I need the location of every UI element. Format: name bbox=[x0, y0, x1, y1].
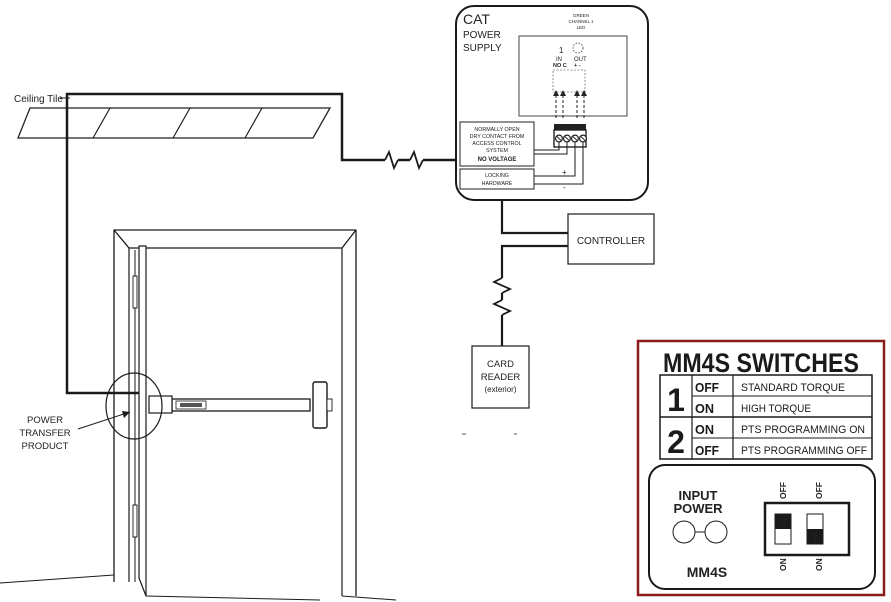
cat-title: CAT bbox=[463, 11, 490, 27]
on-label-1: ON bbox=[814, 558, 824, 571]
no-voltage-label: NO VOLTAGE bbox=[478, 157, 517, 163]
dry-contact-line-1: NORMALLY OPEN bbox=[474, 127, 519, 133]
card-reader-box bbox=[471, 345, 530, 409]
switch-row-4-state: OFF bbox=[695, 443, 719, 458]
exit-device bbox=[148, 381, 333, 429]
dry-contact-line-4: SYSTEM bbox=[486, 148, 508, 154]
out-label: OUT bbox=[574, 57, 587, 63]
switch-row-3-desc: PTS PROGRAMMING ON bbox=[741, 424, 865, 436]
mm4s-module bbox=[648, 464, 876, 590]
controller-box bbox=[567, 213, 655, 265]
on-label-2: ON bbox=[778, 558, 788, 571]
terminal-block bbox=[553, 124, 587, 148]
card-reader-line-1: CARD bbox=[487, 359, 514, 370]
dip-switch-1 bbox=[806, 513, 824, 545]
switch-row-1-state: OFF bbox=[695, 380, 719, 395]
wire-break-2 bbox=[409, 149, 424, 171]
input-power-connector-a bbox=[672, 520, 696, 544]
dry-contact-box bbox=[459, 121, 535, 167]
card-reader-line-2: READER bbox=[481, 372, 521, 383]
card-reader-line-3: (exterior) bbox=[484, 385, 516, 394]
plus-minus-label: + - bbox=[574, 63, 581, 69]
module-name: MM4S bbox=[687, 564, 727, 580]
switch-row-4-desc: PTS PROGRAMMING OFF bbox=[741, 445, 867, 457]
ptp-label-3: PRODUCT bbox=[22, 441, 69, 452]
dip-2-label: 2 bbox=[780, 518, 786, 529]
off-label-1: OFF bbox=[814, 482, 824, 499]
switch-table bbox=[659, 374, 873, 460]
switch-1-number: 1 bbox=[667, 382, 685, 418]
dip-1-label: 1 bbox=[812, 533, 818, 544]
switch-row-1-desc: STANDARD TORQUE bbox=[741, 382, 845, 394]
green-led bbox=[572, 42, 584, 54]
dry-contact-line-3: ACCESS CONTROL bbox=[472, 141, 521, 147]
cat-board bbox=[518, 35, 628, 117]
ptp-label-2: TRANSFER bbox=[19, 428, 70, 439]
off-label-2: OFF bbox=[778, 482, 788, 499]
dip-switch-2 bbox=[774, 513, 792, 545]
switch-2-number: 2 bbox=[667, 424, 685, 460]
wire-break-1 bbox=[384, 149, 399, 171]
ceiling-tile-label: Ceiling Tile bbox=[14, 94, 63, 105]
led-label-2: CHANNEL 1 bbox=[568, 19, 594, 24]
locking-line-2: HARDWARE bbox=[482, 181, 513, 187]
switches-title: MM4S SWITCHES bbox=[663, 348, 859, 378]
cat-supply: SUPPLY bbox=[463, 43, 502, 54]
ptp-wire bbox=[65, 92, 385, 395]
switch-row-2-desc: HIGH TORQUE bbox=[741, 403, 811, 415]
led-label-3: LED bbox=[577, 25, 587, 30]
switch-row-3-state: ON bbox=[695, 422, 714, 437]
door bbox=[0, 229, 397, 601]
input-power-line-2: POWER bbox=[673, 501, 723, 516]
channel-num: 1 bbox=[559, 46, 564, 55]
input-power-connector-b bbox=[704, 520, 728, 544]
controller-label: CONTROLLER bbox=[577, 236, 645, 247]
dry-contact-line-2: DRY CONTACT FROM bbox=[470, 134, 525, 140]
ptp-label-1: POWER bbox=[27, 415, 63, 426]
input-power-line-1: INPUT bbox=[679, 488, 718, 503]
locking-line-1: LOCKING bbox=[485, 173, 509, 179]
plus-label: + bbox=[562, 168, 567, 177]
in-label: IN bbox=[556, 57, 562, 63]
no-c-label: NO C bbox=[553, 63, 567, 69]
ps-controller-wire bbox=[500, 200, 568, 235]
locking-hardware-box bbox=[459, 168, 535, 190]
led-label-1: GREEN bbox=[573, 13, 589, 18]
switch-row-2-state: ON bbox=[695, 401, 714, 416]
ceiling-tile bbox=[17, 107, 332, 139]
cat-power: POWER bbox=[463, 30, 501, 41]
controller-reader-wire bbox=[500, 244, 568, 278]
power-transfer-circle bbox=[105, 372, 163, 440]
minus-label: - bbox=[563, 183, 566, 192]
